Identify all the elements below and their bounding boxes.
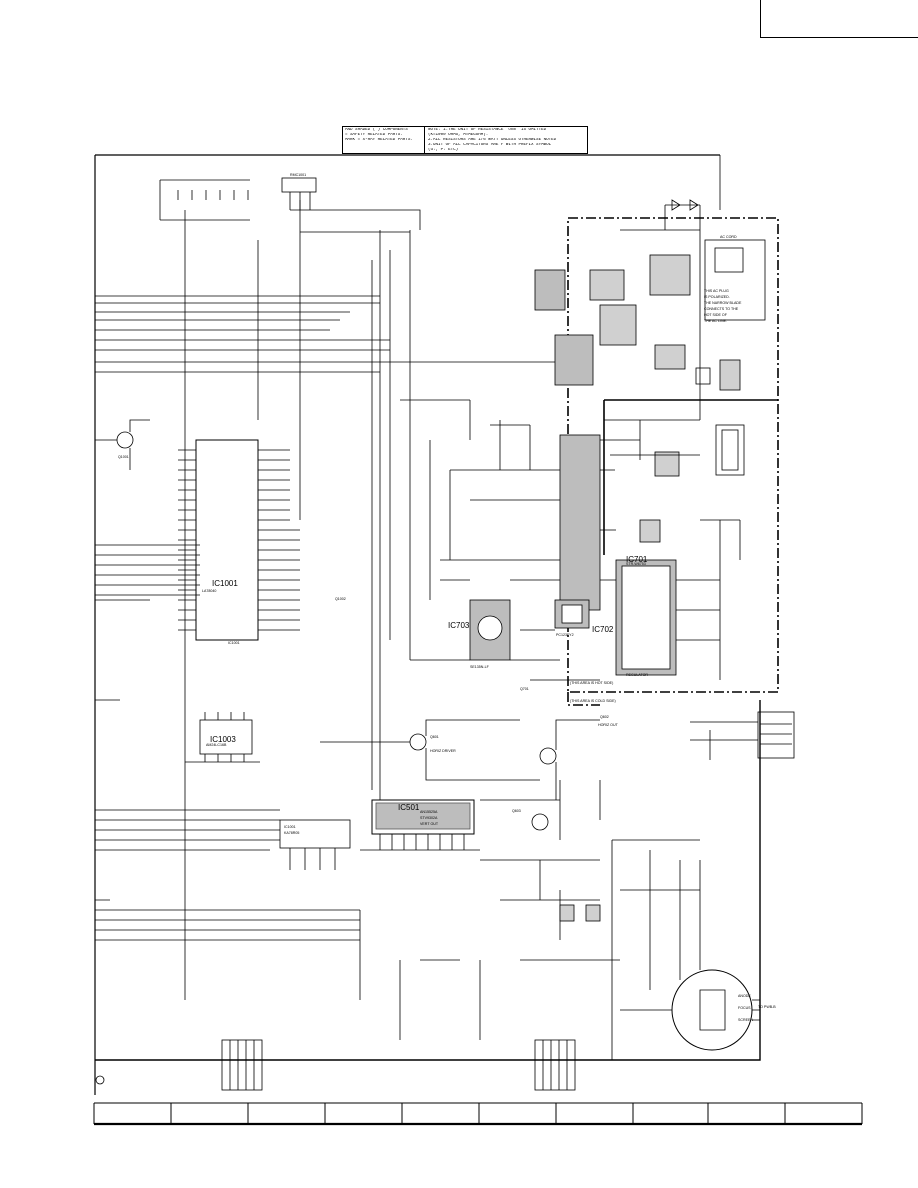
horiz-driver-label: HORIZ DRIVER [430, 749, 456, 753]
ic1001-label: IC1001 [228, 641, 240, 645]
focus-label: FOCUS [738, 1006, 751, 1010]
cold-area-label: (THIS AREA IS COLD SIDE) [570, 699, 616, 703]
q603-label: Q603 [512, 809, 521, 813]
ic1003-ref: IC1003 [210, 735, 236, 744]
legend-line: AND SHADED ( ) COMPONENTS [345, 128, 408, 132]
note-line: (u:, P: ETC) [428, 148, 459, 152]
ic1001-alt-part: KA78R05 [284, 831, 299, 835]
q602-label: Q602 [600, 715, 609, 719]
ic701-desc: REGULATOR [626, 673, 648, 677]
polarized-note-line: CONNECTS TO THE [704, 307, 739, 311]
polarized-note-line: IS POLARIZED. [704, 295, 730, 299]
ic703-part: SE135N-LF [470, 665, 490, 669]
q1002-label: Q1002 [335, 597, 346, 601]
ic701-ref: IC701 [626, 555, 648, 564]
note-line: 2.ALL RESISTORS ARE 1/6 WATT UNLESS OTHE… [428, 138, 557, 142]
rmc-label: RMC1001 [290, 173, 306, 177]
legend-line: = SAFETY RELATED PARTS. [345, 133, 403, 137]
ic702-ref: IC702 [592, 625, 614, 634]
note-line: NOTE: 1.THE UNIT OF RESISTANCE "ohm" IS … [428, 128, 547, 132]
ic501-ref: IC501 [398, 803, 420, 812]
ic501-desc1: STV9302A [420, 816, 438, 820]
ic501-desc2: VERT OUT [420, 822, 439, 826]
polarized-note-line: HOT SIDE OF [704, 313, 728, 317]
note-line: (K=1000 OHMS, M=MEGOHM). [428, 133, 489, 137]
to-pwb-label: TO PWB-B [758, 1005, 776, 1009]
legend-line: MARK = X-RAY RELATED PARTS. [345, 138, 413, 142]
note-line: 3.UNIT OF ALL CAPACITORS ARE F WITH PREF… [428, 143, 552, 147]
ic501-part: AN15525A [420, 810, 438, 814]
screen-label: SCREEN [738, 1018, 753, 1022]
q601-label: Q601 [430, 735, 439, 739]
anode-label: ANODE [738, 994, 751, 998]
ic702-part: PC123FY2 [556, 633, 574, 637]
q701-label: Q701 [520, 687, 529, 691]
ic701-part: STR-W6753 [626, 562, 646, 566]
unit-notes: NOTE: 1.THE UNIT OF RESISTANCE "ohm" IS … [425, 127, 587, 153]
schematic-notes-box: AND SHADED ( ) COMPONENTS = SAFETY RELAT… [342, 126, 588, 154]
hot-area-label: (THIS AREA IS HOT SIDE) [570, 681, 613, 685]
ic1001-part: LA78040 [202, 589, 216, 593]
ic1001-alt-ref: IC1001 [284, 825, 296, 829]
horiz-out-label: HORIZ OUT [598, 723, 619, 727]
page-corner-box [760, 0, 918, 38]
q1001-label: Q1001 [118, 455, 129, 459]
ic703-ref: IC703 [448, 621, 470, 630]
polarized-note-line: THE AC LINE. [704, 319, 727, 323]
ic1003-part: AM24LC16B [206, 743, 227, 747]
polarized-note-line: THE NARROW BLADE [704, 301, 742, 305]
polarized-note-line: THIS AC PLUG [704, 289, 729, 293]
safety-legend: AND SHADED ( ) COMPONENTS = SAFETY RELAT… [343, 127, 425, 153]
ic1001-ref: IC1001 [212, 579, 238, 588]
ac-cord-label: AC CORD [720, 235, 737, 239]
